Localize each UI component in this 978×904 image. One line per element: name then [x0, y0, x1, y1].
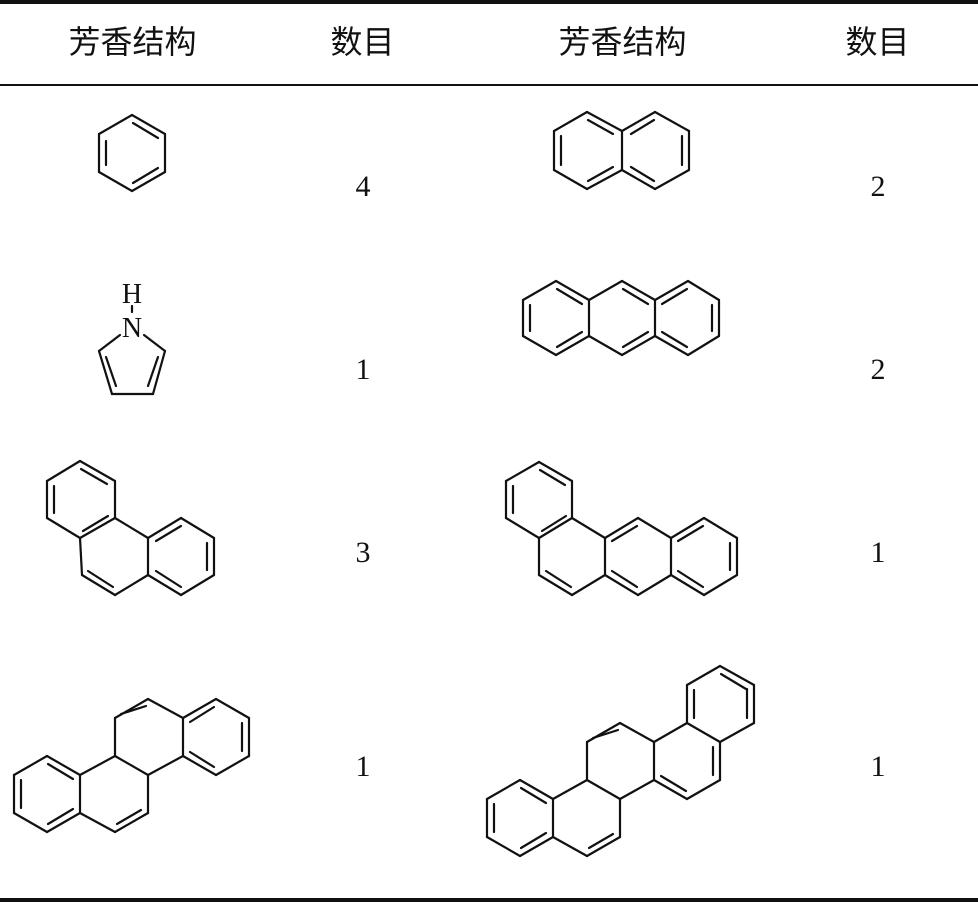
table-top-rule: [0, 0, 978, 4]
count-phenanthrene: 3: [355, 536, 371, 569]
header-count-left: 数目: [330, 23, 395, 61]
header-structure-right: 芳香结构: [558, 23, 687, 61]
header-count-right: 数目: [845, 23, 910, 61]
count-benz-anthracene: 1: [870, 536, 886, 569]
table-header-rule: [0, 84, 978, 86]
table-bottom-rule: [0, 898, 978, 902]
count-benzene: 4: [355, 170, 371, 203]
count-pentacyclic: 1: [870, 750, 886, 783]
count-pyrrole: 1: [355, 353, 371, 386]
pyrrole-n-label: N: [122, 313, 142, 344]
count-anthracene: 2: [870, 353, 886, 386]
header-structure-left: 芳香结构: [68, 23, 197, 61]
count-chrysene-type: 1: [355, 750, 371, 783]
count-naphthalene: 2: [870, 170, 886, 203]
pyrrole-h-label: H: [122, 279, 142, 310]
